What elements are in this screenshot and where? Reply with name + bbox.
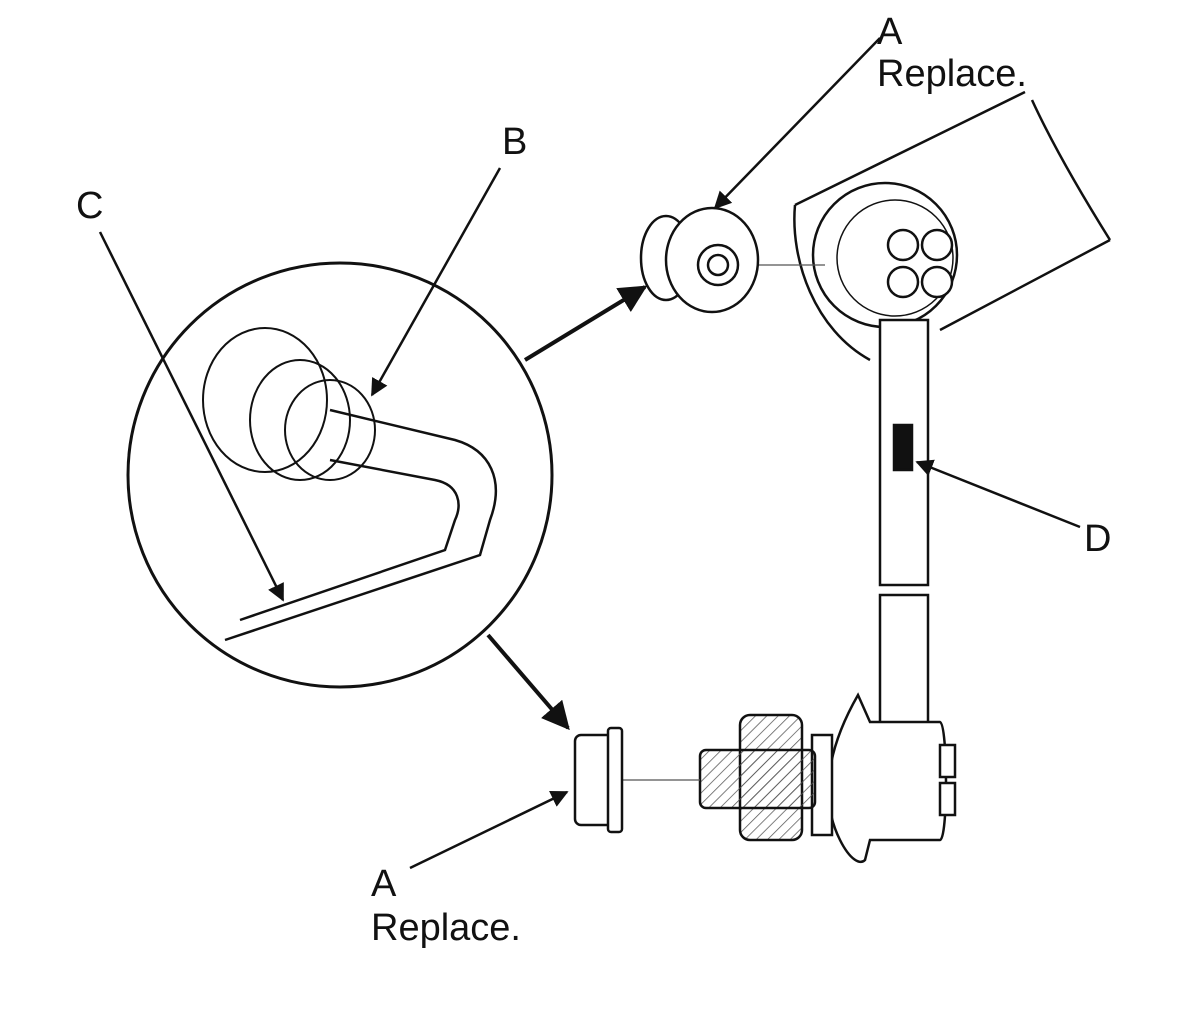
leader-a-bottom: [409, 790, 569, 870]
callout-a-bottom-note: Replace.: [371, 907, 521, 949]
leader-b: [370, 167, 502, 397]
callout-a-bottom-letter: A: [371, 863, 397, 905]
leader-a-top: [713, 37, 881, 210]
identification-mark-d: [892, 423, 914, 472]
lower-stud-nut: [698, 713, 817, 842]
arrow-to-upper-nut: [523, 285, 648, 362]
upper-self-locking-nut: [639, 206, 760, 314]
lower-self-locking-nut: [573, 726, 624, 834]
stabilizer-bar: [793, 90, 1112, 362]
arrow-to-lower-nut: [486, 633, 570, 731]
leader-d: [915, 459, 1081, 529]
callout-b-letter: B: [502, 121, 528, 163]
link-rod: [878, 318, 930, 727]
upper-ball-joint: [811, 181, 959, 329]
callout-a-top-note: Replace.: [877, 53, 1027, 95]
detail-circle: [126, 261, 554, 689]
callout-d-letter: D: [1084, 518, 1112, 560]
lower-ball-joint: [810, 692, 957, 864]
callout-a-top-letter: A: [877, 11, 903, 53]
leader-c: [98, 231, 285, 602]
callout-c-letter: C: [76, 185, 104, 227]
